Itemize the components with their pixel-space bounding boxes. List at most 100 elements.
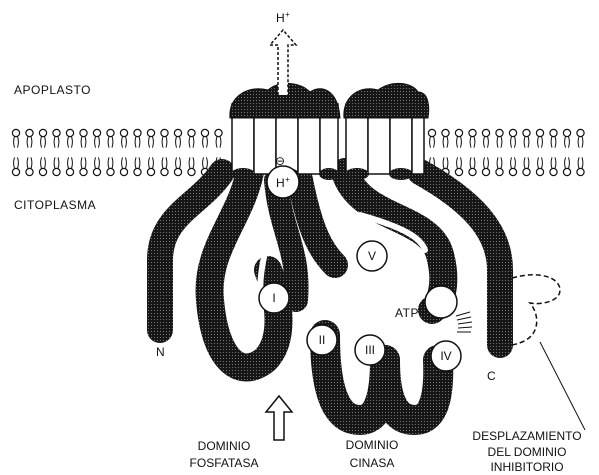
lipid-head — [134, 129, 141, 136]
lipid-head — [134, 168, 141, 175]
lipid-head — [577, 168, 584, 175]
lipid-head — [174, 129, 181, 136]
lipid-tail — [447, 157, 448, 168]
lipid-tail — [538, 137, 539, 148]
lipid-tail — [497, 137, 498, 148]
lipid-tail — [81, 137, 82, 148]
lipid-tail — [569, 157, 570, 168]
lipid-tail — [578, 157, 579, 168]
kinase-label-line2: CINASA — [350, 456, 395, 470]
lipid-bilayer-right — [428, 129, 584, 175]
lipid-tail — [542, 137, 543, 148]
lipid-head — [577, 129, 584, 136]
lipid-tail — [457, 137, 458, 148]
lipid-tail — [470, 137, 471, 148]
lipid-tail — [166, 157, 167, 168]
lipid-tail — [430, 137, 431, 148]
lipid-head — [161, 129, 168, 136]
lipid-tail — [149, 137, 150, 148]
lipid-tail — [45, 137, 46, 148]
lipid-tail — [135, 137, 136, 148]
lipid-tail — [193, 157, 194, 168]
lipid-tail — [162, 157, 163, 168]
lipid-tail — [122, 137, 123, 148]
lipid-tail — [203, 157, 204, 168]
lipid-tail — [18, 157, 19, 168]
lipid-head — [120, 168, 127, 175]
lipid-head — [39, 129, 46, 136]
lipid-tail — [461, 137, 462, 148]
lipid-head — [107, 168, 114, 175]
lipid-head — [39, 168, 46, 175]
lipid-head — [188, 168, 195, 175]
apoplast-label: APOPLASTO — [14, 83, 91, 97]
lipid-tail — [41, 137, 42, 148]
lipid-tail — [443, 157, 444, 168]
lipid-tail — [497, 157, 498, 168]
lipid-tail — [515, 137, 516, 148]
lipid-tail — [135, 157, 136, 168]
inhibitory-label-line1: DESPLAZAMIENTO — [472, 429, 581, 443]
lipid-tail — [555, 157, 556, 168]
atp-label: ATP — [395, 306, 419, 320]
lipid-head — [26, 168, 33, 175]
lipid-tail — [207, 157, 208, 168]
lipid-tail — [18, 137, 19, 148]
lipid-tail — [112, 157, 113, 168]
lipid-tail — [27, 137, 28, 148]
lipid-tail — [95, 157, 96, 168]
lipid-head — [201, 129, 208, 136]
lipid-tail — [68, 137, 69, 148]
lipid-tail — [488, 157, 489, 168]
phosphatase-arrow — [266, 396, 292, 440]
domain-V-label: V — [368, 249, 376, 263]
lipid-tail — [528, 137, 529, 148]
lipid-tail — [189, 137, 190, 148]
lipid-tail — [176, 157, 177, 168]
lipid-tail — [484, 157, 485, 168]
lipid-head — [12, 168, 19, 175]
lipid-tail — [139, 137, 140, 148]
lipid-head — [496, 168, 503, 175]
lipid-head — [80, 129, 87, 136]
lipid-tail — [14, 137, 15, 148]
hinge-hatching — [456, 312, 472, 332]
lipid-tail — [126, 157, 127, 168]
lipid-tail — [126, 137, 127, 148]
lipid-head — [147, 129, 154, 136]
lipid-tail — [54, 157, 55, 168]
lipid-tail — [528, 157, 529, 168]
lipid-tail — [474, 157, 475, 168]
lipid-tail — [501, 137, 502, 148]
lipid-tail — [41, 157, 42, 168]
lipid-tail — [582, 157, 583, 168]
lipid-tail — [484, 137, 485, 148]
lipid-head — [120, 129, 127, 136]
lipid-head — [469, 168, 476, 175]
lipid-tail — [180, 157, 181, 168]
lipid-head — [215, 129, 222, 136]
lipid-head — [53, 129, 60, 136]
lipid-tail — [72, 157, 73, 168]
lipid-head — [550, 129, 557, 136]
kinase-label-line1: DOMINIO — [346, 438, 399, 452]
lipid-head — [428, 129, 435, 136]
lipid-head — [147, 168, 154, 175]
c-terminus-label: C — [487, 369, 496, 383]
lipid-tail — [515, 157, 516, 168]
lipid-tail — [538, 157, 539, 168]
lipid-tail — [569, 137, 570, 148]
lipid-head — [93, 129, 100, 136]
lipid-tail — [193, 137, 194, 148]
lipid-head — [509, 129, 516, 136]
lipid-tail — [457, 157, 458, 168]
lipid-tail — [189, 157, 190, 168]
lipid-tail — [45, 157, 46, 168]
lipid-tail — [166, 137, 167, 148]
lipid-tail — [524, 157, 525, 168]
atp-binding-circle — [425, 286, 457, 318]
lipid-tail — [153, 137, 154, 148]
lipid-tail — [99, 157, 100, 168]
domain-III-label: III — [365, 343, 375, 357]
lipid-head — [442, 129, 449, 136]
